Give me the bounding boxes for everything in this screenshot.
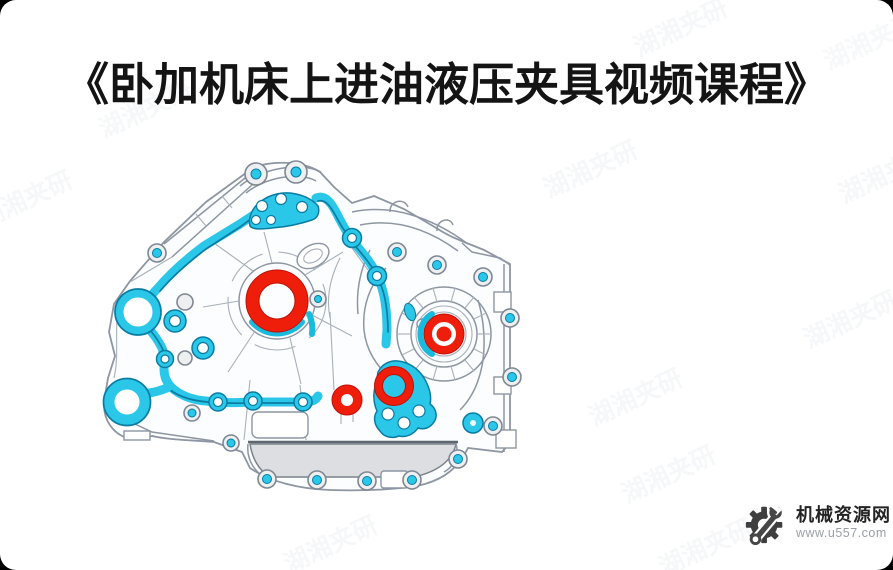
rib-spokes: [202, 231, 353, 385]
bolt-bosses: [147, 160, 522, 491]
page-title: 《卧加机床上进油液压夹具视频课程》: [63, 59, 829, 110]
gasket-crescent: [249, 319, 305, 337]
main-bore-red-ring: [245, 269, 309, 333]
oil-pan: [247, 411, 458, 489]
red-bolt-hole: [331, 384, 363, 424]
site-name: 机械资源网: [796, 505, 891, 526]
cyan-plug: [462, 412, 484, 434]
site-url: www.u557.com: [796, 526, 887, 541]
gasket-bolt-bosses: [155, 227, 388, 412]
bore-side-boss: [309, 290, 327, 308]
gasket-lobe: [114, 288, 162, 336]
gasket-highlight: [102, 192, 484, 434]
seal-ring: [103, 378, 151, 426]
pump-bracket: [373, 360, 437, 439]
site-logo: 机械资源网 www.u557.com: [743, 500, 891, 546]
oil-window: [296, 242, 330, 270]
gear-wrench-icon: [745, 502, 785, 546]
cover-pad: [251, 411, 309, 439]
red-bore-highlights: [245, 269, 465, 424]
bracket-red-port: [374, 366, 414, 406]
pump-red-bullseye: [423, 313, 465, 355]
gasket-junction-plate: [248, 192, 320, 230]
